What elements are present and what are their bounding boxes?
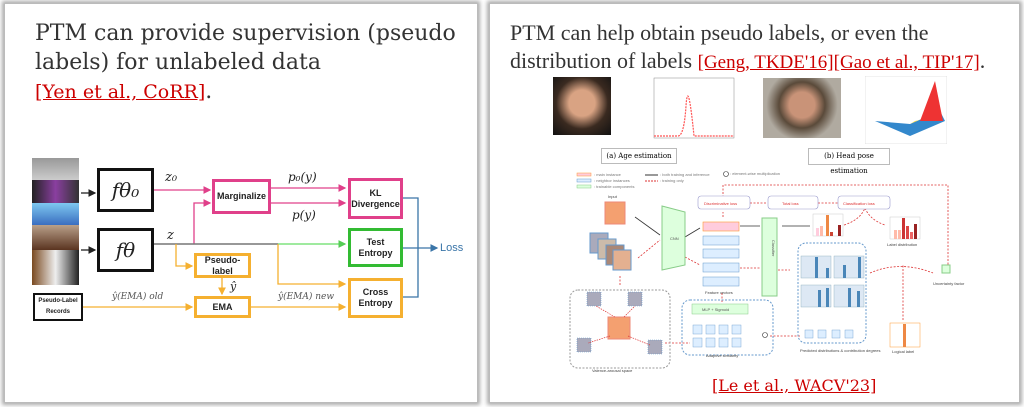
caption-age-estimation: (a) Age estimation xyxy=(601,148,677,164)
svg-text:: both training and inference: : both training and inference xyxy=(660,172,710,177)
y-hat-label: ŷ xyxy=(230,280,237,293)
y-new-label: ŷ(EMA) new xyxy=(278,292,335,302)
svg-text:Total loss: Total loss xyxy=(782,201,799,206)
f-theta-model: fθ xyxy=(97,228,154,272)
citation-le[interactable]: [Le et al., WACV'23] xyxy=(712,376,877,395)
cnn-block xyxy=(661,205,686,271)
legend: : main instance : neighbor instances : t… xyxy=(576,171,780,189)
cross-entropy-box: Cross Entropy xyxy=(348,278,403,318)
svg-text:: trainable components: : trainable components xyxy=(594,184,634,189)
svg-text:Classification loss: Classification loss xyxy=(843,201,875,206)
wolf-image xyxy=(32,250,79,285)
svg-text:Discriminative loss: Discriminative loss xyxy=(704,201,737,206)
left-slide-title: PTM can provide supervision (pseudo labe… xyxy=(35,21,456,104)
neighbor-faces xyxy=(589,232,632,271)
citation-geng[interactable]: [Geng, TKDE'16] xyxy=(697,52,834,73)
svg-text:: element-wise multiplication: : element-wise multiplication xyxy=(730,171,780,176)
husky-image xyxy=(32,158,79,180)
svg-text:Adaptive similarity: Adaptive similarity xyxy=(706,353,738,358)
z0-label: z₀ xyxy=(165,170,178,185)
marginalize-box: Marginalize xyxy=(212,179,271,214)
classifier-block xyxy=(761,217,778,297)
right-slide-title: PTM can help obtain pseudo labels, or ev… xyxy=(510,20,986,73)
f-theta0-model: fθ₀ xyxy=(97,168,154,212)
svg-text:: training only: : training only xyxy=(660,178,684,183)
svg-text:MLP + Sigmoid: MLP + Sigmoid xyxy=(702,307,729,312)
ema-box: EMA xyxy=(194,296,251,318)
p0y-label: p₀(y) xyxy=(288,170,317,184)
pseudo-label-records-box: Pseudo-Label Records xyxy=(33,293,83,321)
age-distribution-plot xyxy=(653,77,735,139)
svg-text:Valence-arousal space: Valence-arousal space xyxy=(592,368,633,373)
svg-text:: main instance: : main instance xyxy=(594,172,622,177)
face-photo-head-pose xyxy=(763,78,841,138)
svg-text:Classifier: Classifier xyxy=(771,240,776,257)
svg-text:Predicted distributions & cont: Predicted distributions & contribution d… xyxy=(800,348,881,353)
predicted-bar-chart xyxy=(812,213,844,237)
face-photo-age xyxy=(553,77,611,135)
kl-divergence-box: KL Divergence xyxy=(348,178,403,219)
y-old-label: ŷ(EMA) old xyxy=(112,292,164,302)
caption-head-pose: (b) Head pose estimation xyxy=(808,148,890,175)
input-face xyxy=(604,201,626,225)
label-distribution-framework: : main instance : neighbor instances : t… xyxy=(569,171,965,373)
citation-gao[interactable]: [Gao et al., TIP'17] xyxy=(833,52,980,73)
citation-link[interactable]: [Yen et al., CoRR] xyxy=(35,81,206,103)
pipeline-arrows xyxy=(81,184,480,311)
valence-arousal-space xyxy=(569,289,671,369)
svg-text:Feature vectors: Feature vectors xyxy=(705,290,733,295)
bird-image xyxy=(32,203,79,225)
svg-text:Logical label: Logical label xyxy=(892,349,914,354)
input-images xyxy=(32,158,79,285)
svg-text:CNN: CNN xyxy=(670,236,679,241)
svg-text:Uncertainty factor: Uncertainty factor xyxy=(933,281,965,286)
z-label: z xyxy=(167,228,174,243)
flower-image xyxy=(32,180,79,203)
adaptive-similarity-group xyxy=(681,299,774,356)
logical-label-chart xyxy=(889,322,921,348)
py-label: p(y) xyxy=(292,208,316,222)
svg-text:: neighbor instances: : neighbor instances xyxy=(594,178,630,183)
dog-image xyxy=(32,225,79,250)
predicted-distributions-group xyxy=(797,242,867,344)
uncertainty-cube xyxy=(941,264,951,274)
head-pose-3d-plot xyxy=(865,76,947,144)
svg-text:Label distribution: Label distribution xyxy=(887,242,917,247)
test-entropy-box: Test Entropy xyxy=(348,228,403,267)
loss-label: Loss xyxy=(440,242,464,254)
label-distribution-chart xyxy=(889,216,921,240)
svg-text:Input: Input xyxy=(608,194,618,199)
pseudo-label-box: Pseudo-label xyxy=(194,253,251,278)
